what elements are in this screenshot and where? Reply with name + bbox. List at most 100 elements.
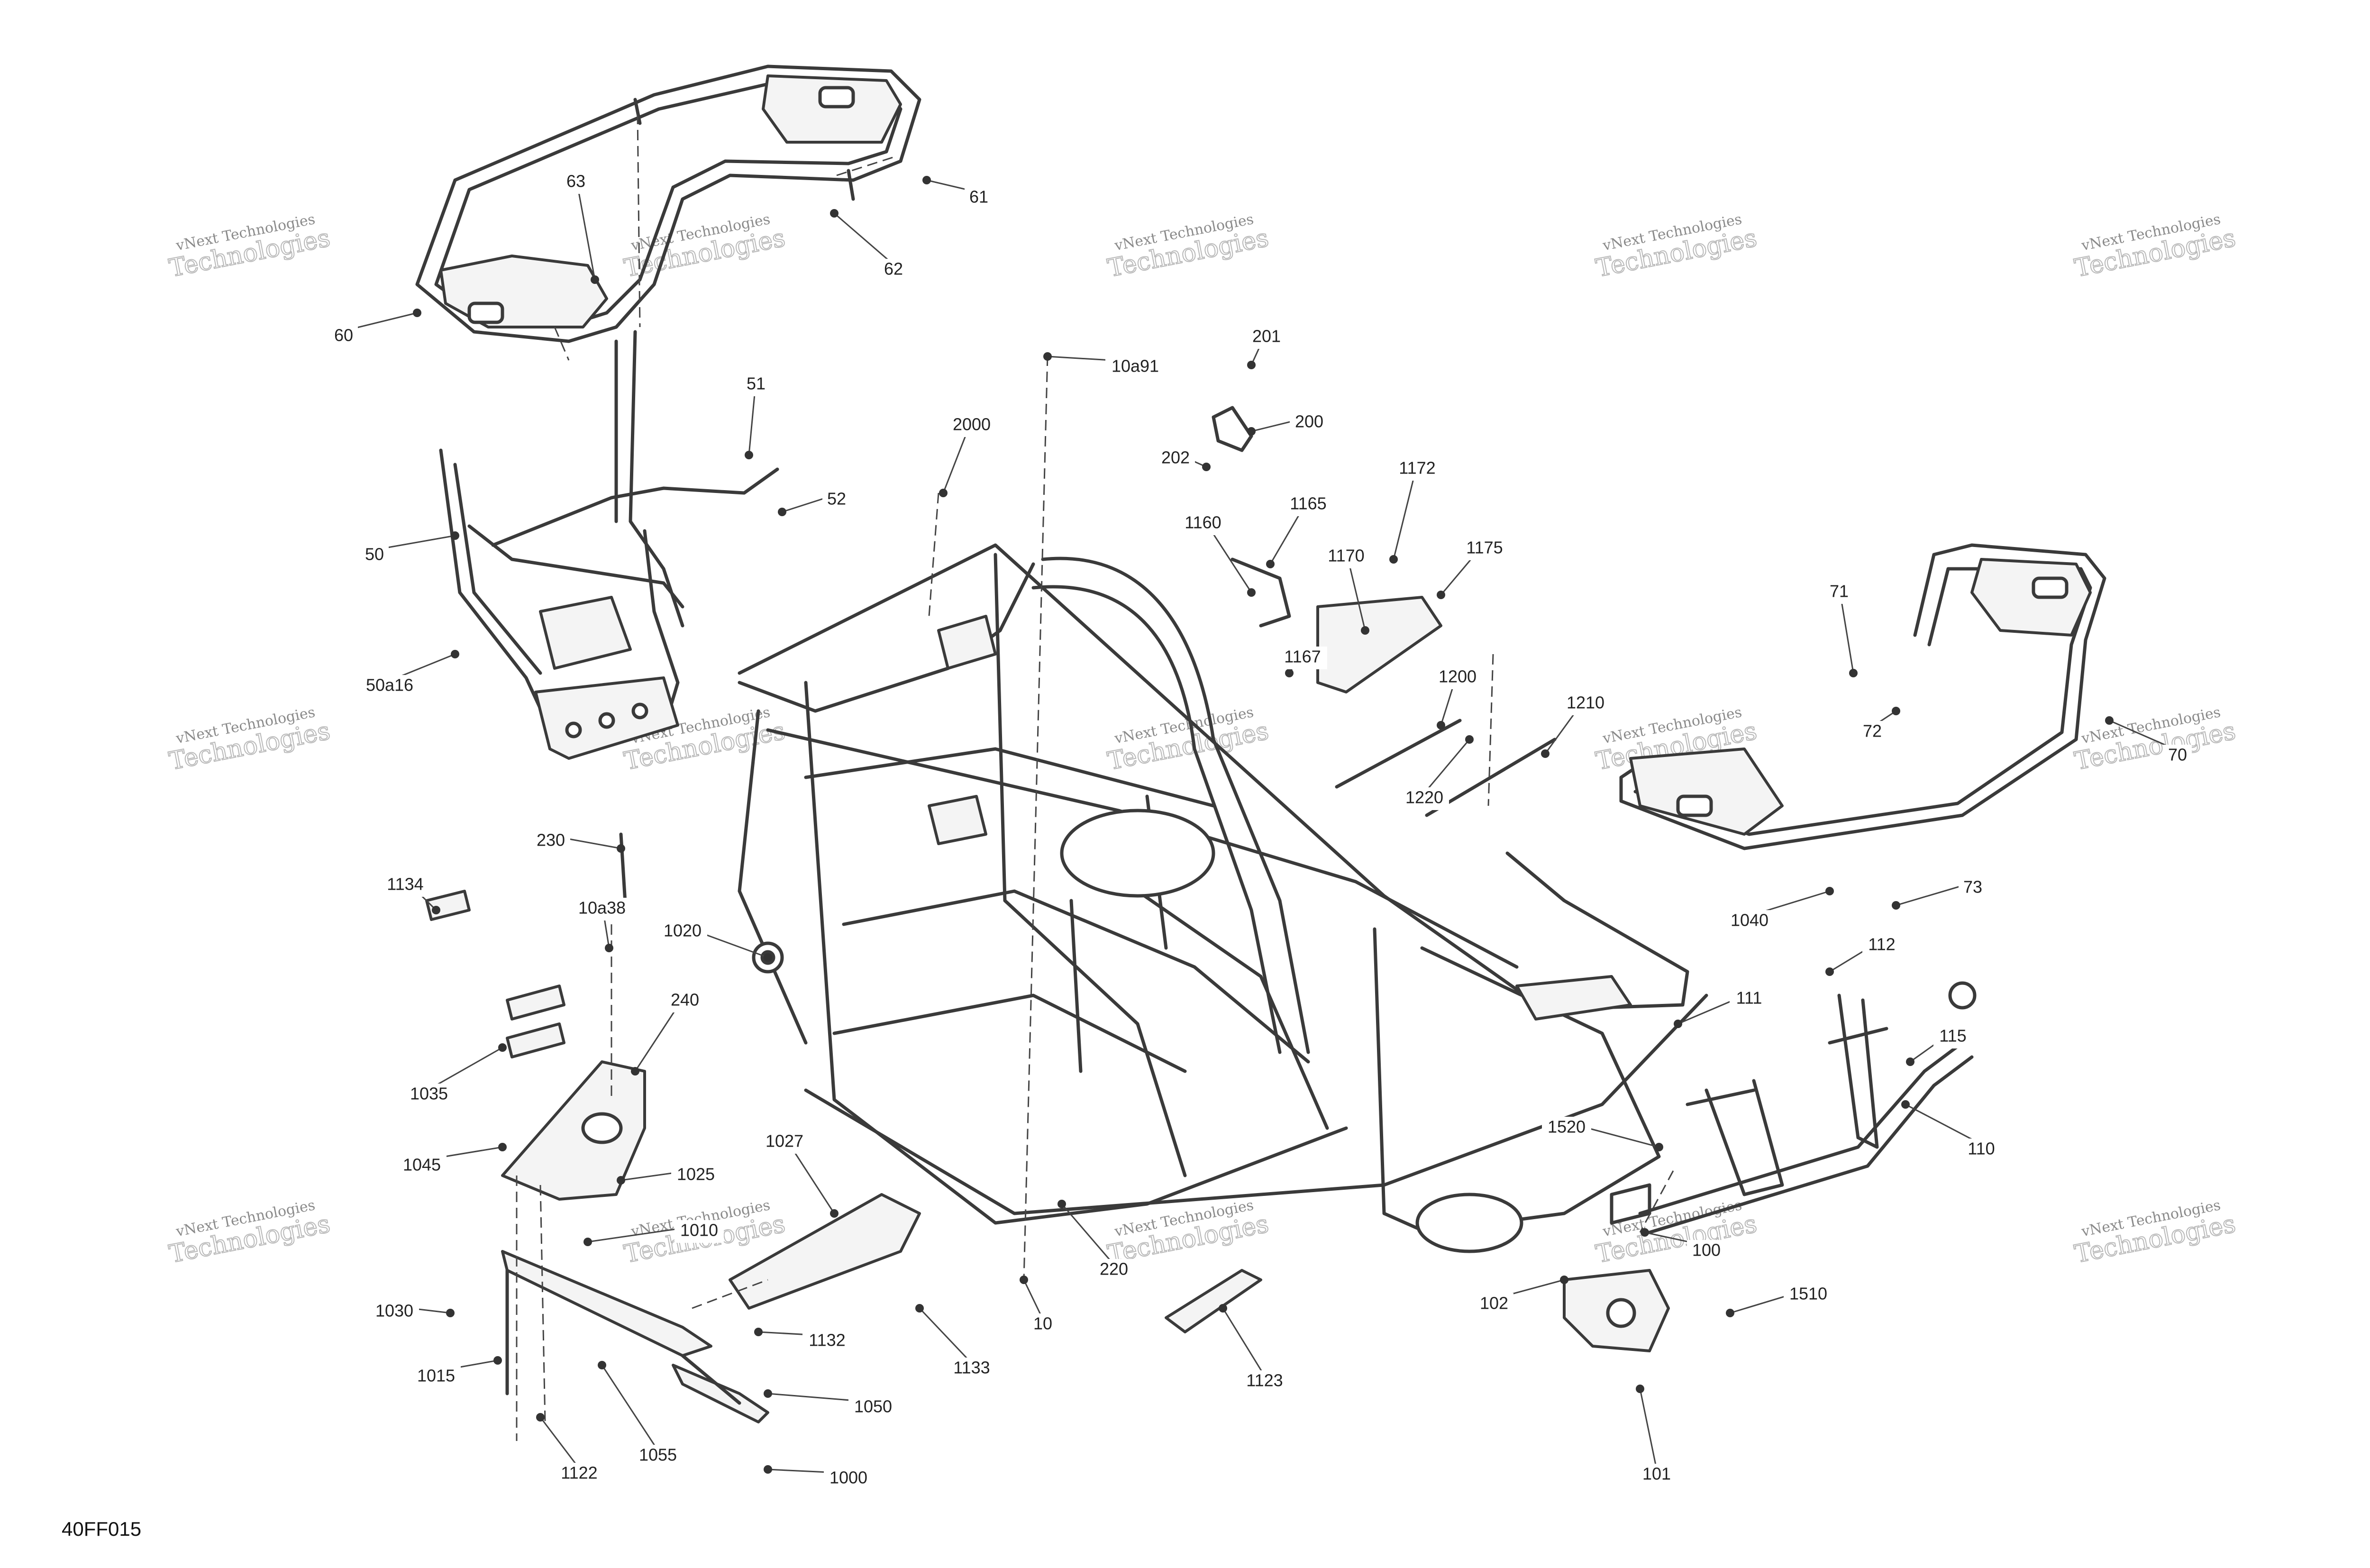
callout-background xyxy=(947,414,996,437)
part-callout-1175: 1175 xyxy=(1466,538,1503,557)
part-callout-10a91: 10a91 xyxy=(1112,356,1159,376)
callout-leader xyxy=(1061,1203,1115,1265)
fastener-marker xyxy=(605,944,613,952)
callout-background xyxy=(1933,1026,1972,1048)
callout-background xyxy=(1433,666,1482,689)
part-callout-1160: 1160 xyxy=(1185,513,1221,532)
fastener-marker xyxy=(939,489,948,497)
fastener-marker xyxy=(1020,1276,1028,1284)
callout-leader xyxy=(1222,1308,1266,1377)
callout-background xyxy=(1400,787,1449,810)
callout-background xyxy=(824,1468,873,1490)
fastener-marker xyxy=(1892,707,1900,715)
part-callout-1172: 1172 xyxy=(1399,458,1435,478)
callout-leader xyxy=(1423,739,1470,793)
fastener-marker xyxy=(1285,669,1294,677)
callout-background xyxy=(1178,512,1228,535)
callout-background xyxy=(411,1366,461,1388)
part-callout-1133: 1133 xyxy=(953,1358,990,1377)
part-callout-115: 115 xyxy=(1939,1026,1966,1046)
part-callout-73: 73 xyxy=(1963,877,1982,897)
fastener-marker xyxy=(1560,1276,1568,1284)
figure-code: 40FF015 xyxy=(62,1518,141,1540)
part-callout-101: 101 xyxy=(1642,1464,1671,1484)
part-callout-1510: 1510 xyxy=(1789,1284,1827,1304)
callout-background xyxy=(531,830,570,853)
callout-background xyxy=(879,259,908,282)
part-callout-100: 100 xyxy=(1692,1240,1721,1260)
part-callout-240: 240 xyxy=(671,990,699,1010)
fastener-marker xyxy=(446,1309,455,1317)
fastener-marker xyxy=(754,1328,763,1336)
part-callout-10a38: 10a38 xyxy=(578,898,626,918)
fastener-marker xyxy=(915,1304,924,1313)
fastener-marker xyxy=(1674,1020,1682,1028)
callout-background xyxy=(572,898,632,921)
part-callout-1040: 1040 xyxy=(1731,911,1768,930)
part-callout-1134: 1134 xyxy=(387,875,423,894)
part-callout-1165: 1165 xyxy=(1290,494,1326,513)
fastener-marker xyxy=(583,1238,592,1246)
part-callout-102: 102 xyxy=(1480,1294,1508,1313)
callout-leader xyxy=(834,212,894,265)
callout-background xyxy=(1247,326,1286,349)
callout-background xyxy=(671,1164,720,1187)
part-callout-52: 52 xyxy=(827,489,846,509)
fastener-marker xyxy=(1636,1385,1644,1393)
callout-background xyxy=(329,325,358,348)
part-callout-1055: 1055 xyxy=(639,1445,677,1465)
callout-background xyxy=(360,544,389,567)
rear-rack-60 xyxy=(415,64,921,343)
fastener-marker xyxy=(598,1361,606,1369)
callout-leader xyxy=(575,176,596,280)
callout-leader xyxy=(1639,1388,1658,1470)
fastener-marker xyxy=(1361,626,1369,635)
fastener-marker xyxy=(1266,560,1275,568)
callout-background xyxy=(1959,877,1987,900)
fastener-marker xyxy=(1906,1057,1914,1066)
fastener-marker xyxy=(451,531,459,540)
part-callout-50: 50 xyxy=(365,545,384,564)
fastener-marker xyxy=(1437,591,1445,599)
callout-background xyxy=(1322,546,1371,568)
part-callout-1200: 1200 xyxy=(1439,667,1477,686)
part-callout-200: 200 xyxy=(1295,412,1323,431)
part-callout-62: 62 xyxy=(884,259,903,279)
part-callout-201: 201 xyxy=(1252,327,1281,346)
callout-background xyxy=(1029,1313,1057,1336)
part-callout-71: 71 xyxy=(1830,582,1849,601)
part-callout-1167: 1167 xyxy=(1284,647,1321,666)
fastener-marker xyxy=(536,1413,545,1422)
part-callout-1520: 1520 xyxy=(1548,1117,1586,1137)
fastener-marker xyxy=(1849,669,1858,677)
callout-background xyxy=(1858,721,1887,744)
fastener-marker xyxy=(2105,716,2114,725)
part-callout-1000: 1000 xyxy=(830,1468,867,1487)
fastener-marker xyxy=(1247,361,1256,369)
fastener-marker xyxy=(498,1043,507,1052)
callout-background xyxy=(1862,934,1901,957)
callout-background xyxy=(633,1445,683,1468)
part-callout-1122: 1122 xyxy=(561,1463,597,1483)
fastener-marker xyxy=(778,508,786,516)
fastener-marker xyxy=(1219,1304,1227,1313)
fastener-marker xyxy=(1437,721,1445,729)
callout-background xyxy=(1475,1293,1513,1316)
front-rack-70 xyxy=(1619,543,2106,850)
part-callout-72: 72 xyxy=(1863,721,1882,741)
part-callout-10: 10 xyxy=(1033,1314,1052,1333)
callout-background xyxy=(397,1155,447,1177)
callout-background xyxy=(1278,647,1327,669)
fastener-marker xyxy=(1825,887,1834,895)
assembly-lines xyxy=(516,113,1674,1441)
callout-background xyxy=(360,675,419,698)
fastener-marker xyxy=(1202,463,1211,471)
part-callout-60: 60 xyxy=(334,326,353,345)
fastener-marker xyxy=(1641,1228,1649,1237)
fastener-marker xyxy=(432,906,440,914)
